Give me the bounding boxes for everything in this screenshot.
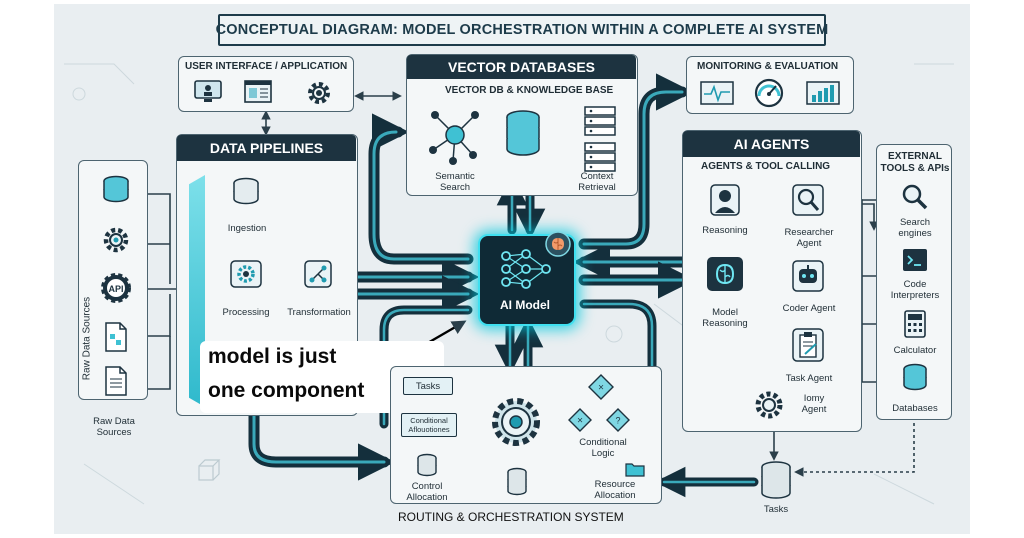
person-icon — [709, 183, 741, 219]
connector-layer — [64, 63, 954, 505]
folder-icon — [625, 461, 645, 477]
iomy-agent-label: Iomy Agent — [801, 393, 827, 415]
cube-icon — [194, 456, 224, 486]
tasks-database-icon — [758, 460, 794, 500]
monitoring-box: MONITORING & EVALUATION — [686, 56, 854, 114]
file-icon — [103, 321, 129, 353]
conditional-aflouotiones-node: Conditional Aflouotiones — [401, 413, 457, 437]
calculator-icon — [903, 309, 927, 339]
coder-agent-label: Coder Agent — [782, 303, 836, 314]
resource-allocation-label: Resource Allocation — [594, 479, 636, 501]
context-retrieval-label: Context Retrieval — [578, 171, 616, 193]
orchestration-gear-icon — [489, 395, 543, 449]
tasks-node: Tasks — [403, 377, 453, 395]
vector-db-box: VECTOR DATABASES VECTOR DB & KNOWLEDGE B… — [406, 54, 638, 196]
gear-icon — [305, 79, 333, 107]
external-tools-title: EXTERNAL TOOLS & APIs — [880, 151, 950, 174]
task-clipboard-icon — [791, 327, 825, 363]
decision-diamond-icon-top: × — [587, 373, 615, 401]
api-gear-icon: API — [99, 271, 133, 305]
diagram-canvas: CONCEPTUAL DIAGRAM: MODEL ORCHESTRATION … — [54, 4, 970, 534]
semantic-search-label: Semantic Search — [435, 171, 475, 193]
bar-chart-icon — [805, 79, 841, 107]
model-reasoning-label: Model Reasoning — [702, 307, 748, 329]
brain-chip-icon — [705, 255, 745, 293]
gear-icon — [753, 389, 785, 421]
svg-text:?: ? — [615, 416, 620, 426]
monitor-icon — [193, 79, 223, 105]
search-engines-label: Search engines — [898, 217, 932, 239]
server-rack-icon-top — [583, 105, 619, 137]
ai-agents-box: AI AGENTS AGENTS & TOOL CALLING Reasonin… — [682, 130, 862, 432]
title-text: CONCEPTUAL DIAGRAM: MODEL ORCHESTRATION … — [215, 22, 829, 38]
ai-model-core: AI Model — [478, 231, 576, 326]
processing-label: Processing — [222, 307, 270, 318]
user-interface-box: USER INTERFACE / APPLICATION — [178, 56, 354, 112]
user-interface-title: USER INTERFACE / APPLICATION — [185, 61, 348, 72]
routing-box: Tasks Conditional Aflouotiones Control A… — [390, 366, 662, 504]
neural-network-icon — [498, 246, 554, 292]
database-icon — [415, 453, 439, 481]
database-icon — [901, 363, 929, 397]
ai-model-label: AI Model — [500, 298, 550, 312]
researcher-agent-label: Researcher Agent — [784, 227, 834, 249]
svg-text:×: × — [577, 416, 583, 427]
ai-agents-subtitle: AGENTS & TOOL CALLING — [701, 161, 831, 172]
researcher-agent-icon — [791, 183, 825, 217]
terminal-icon — [901, 247, 929, 273]
routing-title: ROUTING & ORCHESTRATION SYSTEM — [398, 510, 624, 524]
code-interpreters-label: Code Interpreters — [890, 279, 940, 301]
callout-note: model is just one component — [200, 341, 444, 413]
heartbeat-monitor-icon — [699, 79, 735, 107]
data-pipelines-header: DATA PIPELINES — [177, 135, 356, 161]
semantic-network-icon — [425, 105, 485, 167]
external-tools-box: EXTERNAL TOOLS & APIs Search engines Cod… — [876, 144, 952, 420]
search-icon — [901, 183, 929, 211]
database-icon — [231, 177, 261, 211]
gear-icon — [101, 225, 131, 255]
callout-line-1: model is just — [208, 345, 337, 368]
conditional-logic-label: Conditional Logic — [579, 437, 627, 459]
api-icon-label: API — [108, 284, 123, 294]
decision-diamond-icon-left: × — [567, 407, 593, 433]
server-rack-icon-bottom — [583, 141, 619, 173]
svg-text:×: × — [598, 383, 604, 394]
window-icon — [243, 79, 273, 105]
callout-line-2: one component — [208, 379, 365, 402]
transformation-label: Transformation — [287, 307, 351, 318]
database-icon — [101, 175, 131, 209]
ingestion-label: Ingestion — [227, 223, 267, 234]
vector-db-header: VECTOR DATABASES — [407, 55, 636, 79]
database-icon — [505, 467, 529, 497]
monitoring-title: MONITORING & EVALUATION — [697, 61, 839, 72]
raw-sources-vertical-label: Raw Data Sources — [81, 296, 93, 381]
diagram-title: CONCEPTUAL DIAGRAM: MODEL ORCHESTRATION … — [215, 14, 829, 46]
decision-diamond-icon-right: ? — [605, 407, 631, 433]
database-icon — [503, 109, 543, 157]
reasoning-label: Reasoning — [702, 225, 748, 236]
document-icon — [103, 365, 129, 397]
ai-agents-header: AI AGENTS — [683, 131, 860, 157]
tasks-db-label: Tasks — [763, 504, 789, 515]
databases-label: Databases — [892, 403, 938, 414]
vector-db-subtitle: VECTOR DB & KNOWLEDGE BASE — [445, 85, 614, 96]
processing-gear-icon — [229, 259, 263, 289]
gauge-icon — [753, 77, 785, 109]
transformation-icon — [303, 259, 333, 289]
control-allocation-label: Control Allocation — [406, 481, 448, 503]
raw-sources-box: API Raw Data Sources — [78, 160, 148, 400]
coder-robot-icon — [791, 259, 825, 293]
brain-badge-icon — [544, 230, 572, 258]
task-agent-label: Task Agent — [785, 373, 833, 384]
calculator-label: Calculator — [893, 345, 937, 356]
raw-sources-bottom-label: Raw Data Sources — [93, 416, 135, 438]
